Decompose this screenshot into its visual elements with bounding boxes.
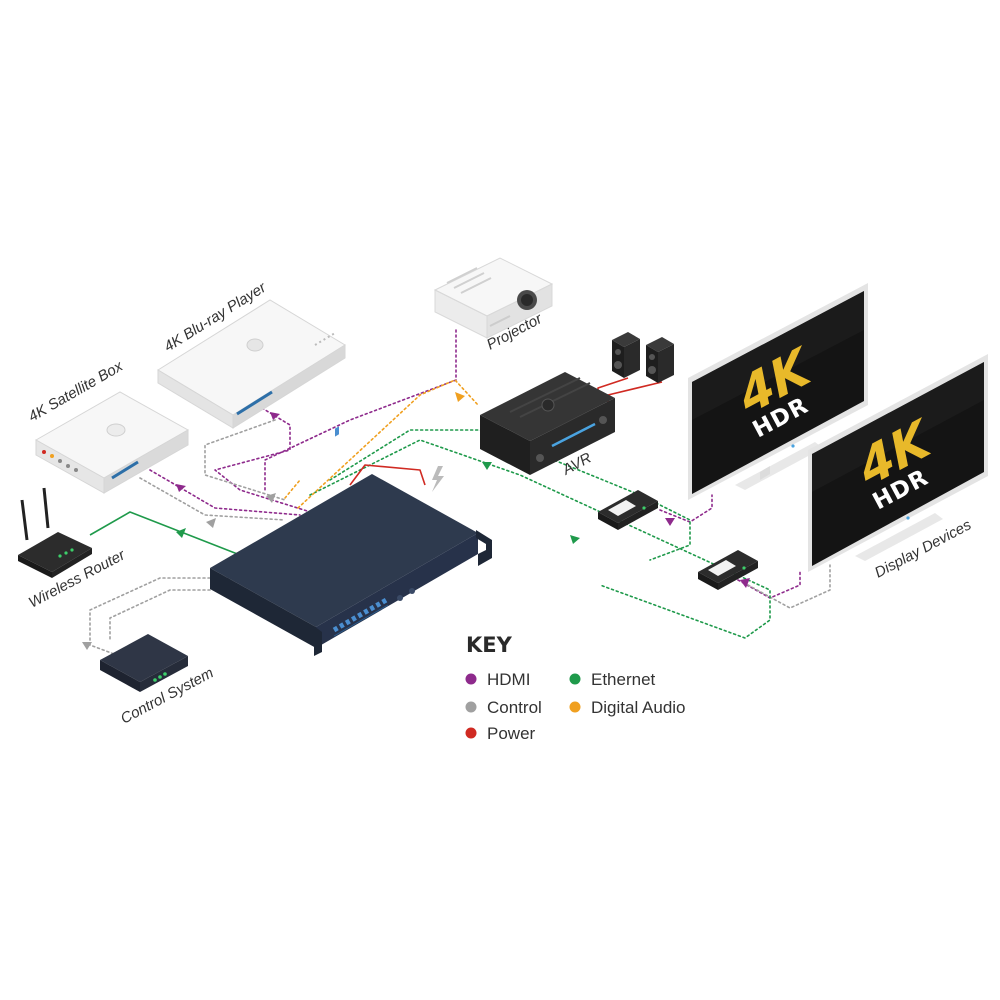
legend-audio-swatch (569, 701, 581, 713)
control-arrow-2 (82, 642, 92, 650)
hdmi-cable-projector (264, 329, 457, 491)
control-cable-bluray (204, 419, 286, 501)
power-cable-switcher (349, 464, 426, 486)
legend-control-swatch (465, 701, 477, 713)
speaker-left (612, 332, 640, 378)
hdmi-cable-satellite (149, 469, 301, 516)
matrix-switcher (210, 426, 492, 656)
bluray-device (157, 299, 346, 429)
projector-device (433, 257, 554, 339)
switcher-front-buttons (332, 588, 415, 637)
hdmi-cable-display1 (659, 494, 713, 523)
hdmi-arrow-1 (270, 412, 280, 420)
receiver-2 (698, 550, 758, 590)
ethernet-arrow-1 (176, 528, 186, 538)
ethernet-arrow-2 (482, 462, 492, 470)
display-2: 4K HDR (808, 354, 988, 572)
avr-device (480, 372, 615, 475)
ethernet-cable-router (89, 511, 241, 556)
legend-item-power: Power (465, 724, 536, 743)
legend-ethernet-swatch (569, 673, 581, 685)
audio-cable-avr-2 (284, 479, 301, 499)
legend-title: KEY (466, 633, 513, 657)
control-arrow-1 (206, 518, 216, 528)
hdmi-cable-bluray (214, 407, 321, 516)
ethernet-arrow-3 (570, 535, 580, 544)
legend-item-audio: Digital Audio (569, 698, 686, 717)
control-cable-system-2 (109, 589, 211, 641)
speaker-right (646, 337, 674, 383)
router-device (18, 487, 92, 578)
legend-audio-label: Digital Audio (591, 698, 686, 717)
audio-cable-avr (297, 379, 479, 509)
ethernet-cable-tx2 (309, 439, 771, 639)
legend-item-ethernet: Ethernet (569, 670, 656, 689)
control-cable-display (747, 564, 831, 609)
legend-item-control: Control (465, 698, 542, 717)
lightning-icon (432, 466, 444, 492)
legend-item-hdmi: HDMI (465, 670, 530, 689)
control-cable-satellite (139, 477, 286, 521)
legend-control-label: Control (487, 698, 542, 717)
control-arrow-3 (266, 493, 276, 503)
hdmi-arrow-2 (176, 484, 186, 492)
legend: KEY HDMI Ethernet Control Digital Audio … (465, 633, 686, 743)
display-1: 4K HDR (688, 283, 868, 500)
speaker-cable-right (607, 381, 663, 410)
hdmi-arrow-3 (665, 518, 675, 526)
control-system-device (100, 634, 188, 692)
satellite-device (34, 391, 190, 494)
legend-power-swatch (465, 727, 477, 739)
hdmi-arrow-4 (740, 578, 750, 588)
legend-ethernet-label: Ethernet (591, 670, 656, 689)
legend-hdmi-swatch (465, 673, 477, 685)
legend-power-label: Power (487, 724, 536, 743)
control-cable-system (89, 577, 231, 661)
audio-arrow-1 (455, 392, 465, 402)
hdmi-cable-display2 (737, 569, 801, 599)
receiver-1 (598, 490, 658, 530)
legend-hdmi-label: HDMI (487, 670, 530, 689)
